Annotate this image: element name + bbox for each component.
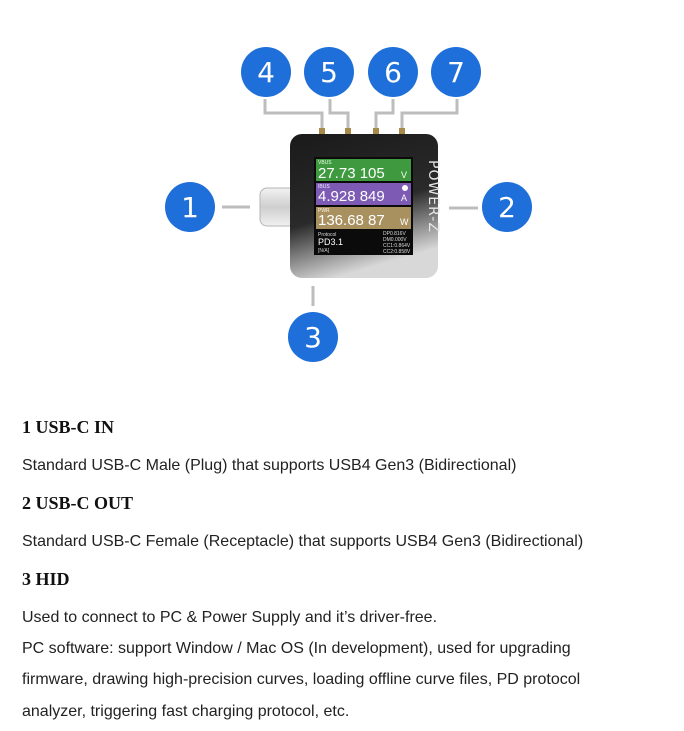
- protocol-label: Protocol: [318, 232, 336, 238]
- cc1-reading: CC1:0.864V: [383, 243, 411, 249]
- callout-5: 5: [304, 47, 354, 97]
- svg-text:3: 3: [304, 321, 322, 354]
- section-title-hid: 3 HID: [22, 569, 70, 589]
- callout-7: 7: [431, 47, 481, 97]
- vbus-unit: V: [401, 170, 407, 180]
- section-text-usb-c-in: Standard USB-C Male (Plug) that supports…: [22, 457, 517, 474]
- vbus-row: [316, 159, 411, 181]
- svg-text:1: 1: [181, 191, 199, 224]
- direction-icon: [402, 185, 408, 191]
- vbus-value: 27.73 105: [318, 165, 385, 182]
- svg-text:2: 2: [498, 191, 516, 224]
- callout-3: 3: [288, 312, 338, 362]
- protocol-value: PD3.1: [318, 237, 343, 247]
- section-text-hid-line-3: firmware, drawing high-precision curves,…: [22, 671, 581, 688]
- vbus-label: VBUS: [318, 160, 332, 166]
- pwr-label: PWR: [318, 208, 330, 214]
- svg-text:6: 6: [384, 56, 402, 89]
- callout-6: 6: [368, 47, 418, 97]
- callout-1: 1: [165, 182, 215, 232]
- svg-text:4: 4: [257, 56, 275, 89]
- cc2-reading: CC2:0.858V: [383, 249, 411, 255]
- section-text-usb-c-out: Standard USB-C Female (Receptacle) that …: [22, 533, 584, 550]
- protocol-sub: [N/A]: [318, 248, 330, 254]
- device-diagram: VBUS 27.73 105 V IBUS 4.928 849 A PWR 13…: [165, 47, 532, 362]
- callout-2: 2: [482, 182, 532, 232]
- section-text-hid-line-4: analyzer, triggering fast charging proto…: [22, 703, 350, 720]
- brand-logo: POWER-Z: [425, 160, 441, 233]
- leader-lines: [222, 99, 478, 306]
- svg-text:7: 7: [447, 56, 465, 89]
- section-text-hid-line-2: PC software: support Window / Mac OS (In…: [22, 640, 571, 657]
- section-title-usb-c-in: 1 USB-C IN: [22, 417, 115, 437]
- dm-reading: DM0.000V: [383, 237, 407, 243]
- section-text-hid-line-1: Used to connect to PC & Power Supply and…: [22, 609, 438, 626]
- pwr-row: [316, 207, 411, 229]
- section-title-usb-c-out: 2 USB-C OUT: [22, 493, 134, 513]
- ibus-value: 4.928 849: [318, 188, 385, 205]
- ibus-label: IBUS: [318, 184, 330, 190]
- callout-4: 4: [241, 47, 291, 97]
- pwr-unit: W: [400, 217, 409, 227]
- hid-pins: [319, 128, 405, 134]
- dp-reading: DP0.816V: [383, 231, 406, 237]
- ibus-unit: A: [401, 193, 407, 203]
- ibus-row: [316, 183, 411, 205]
- svg-text:5: 5: [320, 56, 338, 89]
- pwr-value: 136.68 87: [318, 212, 385, 229]
